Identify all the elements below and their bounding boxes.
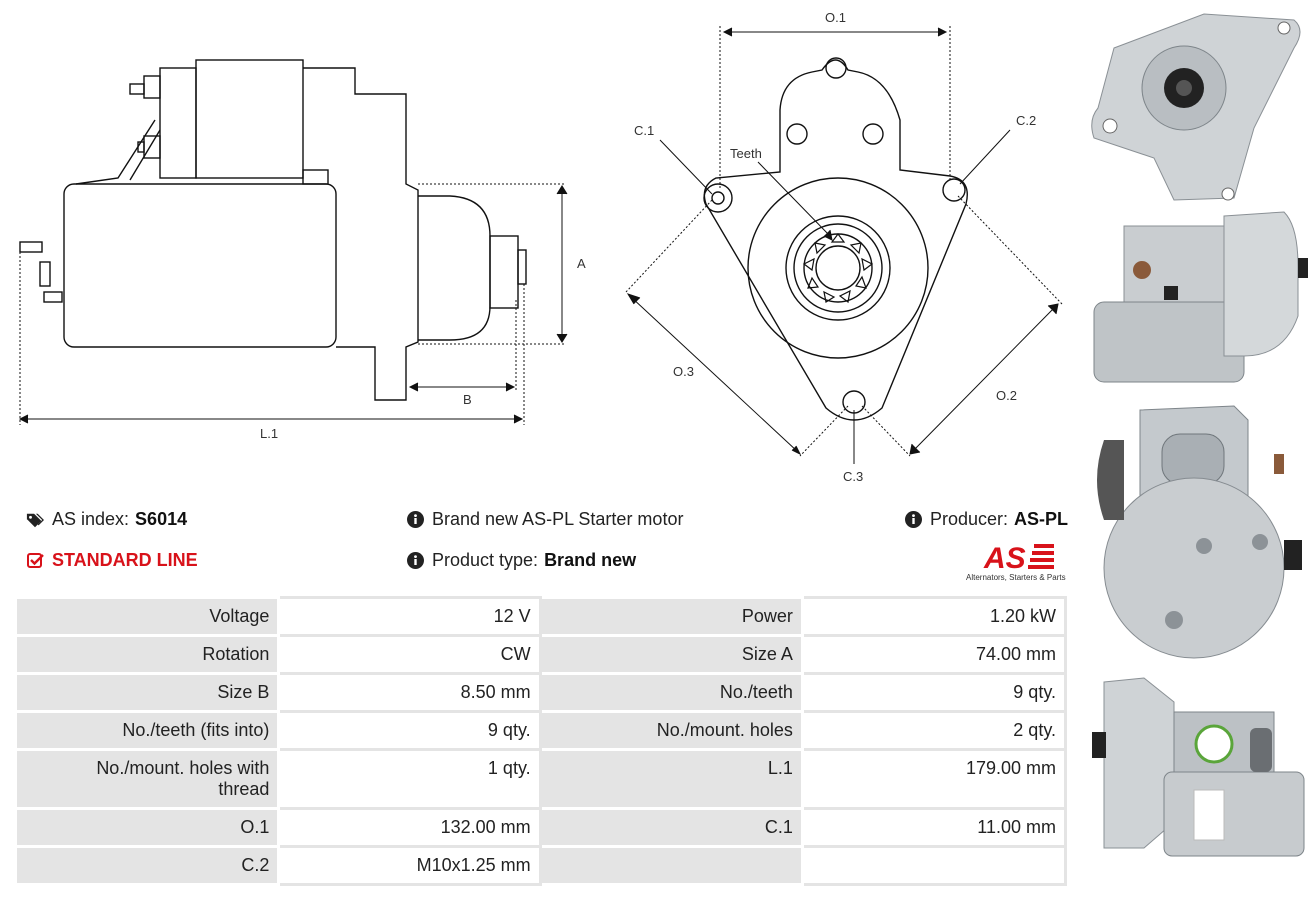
spec-value: 179.00 mm (800, 748, 1068, 810)
table-row: C.2 M10x1.25 mm (13, 845, 1068, 886)
product-type-value: Brand new (544, 550, 637, 570)
spec-label (538, 845, 804, 886)
technical-drawing: A B L.1 O.1 O.2 O.3 C.1 C.2 C.3 Teeth (18, 10, 1063, 484)
label-o1: O.1 (825, 10, 846, 25)
spec-label: O.1 (13, 807, 281, 848)
table-row: Rotation CW Size A 74.00 mm (13, 634, 1068, 675)
as-index-row: AS index: S6014 (26, 509, 187, 530)
producer-label: Producer: (930, 509, 1009, 529)
table-row: No./teeth (fits into) 9 qty. No./mount. … (13, 710, 1068, 751)
side-view-dimensions (18, 183, 568, 425)
spec-label: Rotation (13, 634, 281, 675)
front-view (703, 57, 968, 421)
spec-label: No./teeth (538, 672, 804, 713)
spec-label: No./teeth (fits into) (13, 710, 281, 751)
product-type-row: Product type: Brand new (406, 550, 636, 571)
side-view (19, 59, 527, 401)
spec-value: 12 V (277, 596, 542, 637)
tags-icon (26, 511, 44, 529)
product-photo-front (1091, 13, 1301, 201)
spec-value (800, 845, 1068, 886)
product-description: Brand new AS-PL Starter motor (432, 509, 684, 529)
spec-value: 1.20 kW (800, 596, 1068, 637)
pinion-gear-icon (802, 233, 874, 304)
as-index-label: AS index: (52, 509, 130, 529)
spec-label: Power (538, 596, 804, 637)
logo-mark: AS (983, 542, 1026, 575)
spec-label: Size A (538, 634, 804, 675)
spec-value: 9 qty. (800, 672, 1068, 713)
label-o3: O.3 (673, 364, 694, 379)
spec-label: C.2 (13, 845, 281, 886)
specifications-table: Voltage 12 V Power 1.20 kW Rotation CW S… (13, 596, 1068, 886)
spec-label: No./mount. holes (538, 710, 804, 751)
spec-value: 2 qty. (800, 710, 1068, 751)
producer-value: AS-PL (1014, 509, 1069, 529)
producer-row: Producer: AS-PL (904, 509, 1068, 530)
label-a: A (577, 256, 586, 271)
front-view-dimensions (625, 26, 1063, 464)
spec-label: Size B (13, 672, 281, 713)
info-icon (406, 552, 424, 570)
logo-tagline: Alternators, Starters & Parts (966, 573, 1066, 582)
as-pl-logo: AS Alternators, Starters & Parts (966, 542, 1066, 582)
info-icon (406, 511, 424, 529)
spec-label: No./mount. holes with thread (13, 748, 281, 810)
description-row: Brand new AS-PL Starter motor (406, 509, 683, 530)
table-row: Size B 8.50 mm No./teeth 9 qty. (13, 672, 1068, 713)
spec-value: 8.50 mm (277, 672, 542, 713)
table-row: O.1 132.00 mm C.1 11.00 mm (13, 807, 1068, 848)
label-c2: C.2 (1016, 113, 1036, 128)
product-photo-rear (1097, 405, 1302, 659)
standard-line-badge: STANDARD LINE (52, 550, 198, 570)
label-o2: O.2 (996, 388, 1017, 403)
spec-value: 9 qty. (277, 710, 542, 751)
spec-value: 74.00 mm (800, 634, 1068, 675)
spec-value: 1 qty. (277, 748, 542, 810)
spec-label: Voltage (13, 596, 281, 637)
label-c3: C.3 (843, 469, 863, 484)
spec-value: M10x1.25 mm (277, 845, 542, 886)
spec-value: 11.00 mm (800, 807, 1068, 848)
info-icon (904, 511, 922, 529)
spec-label: L.1 (538, 748, 804, 810)
product-type-label: Product type: (432, 550, 539, 570)
label-teeth: Teeth (730, 146, 762, 161)
label-l1: L.1 (260, 426, 278, 441)
standard-line-row: STANDARD LINE (26, 550, 198, 571)
table-row: Voltage 12 V Power 1.20 kW (13, 596, 1068, 637)
as-index-value: S6014 (135, 509, 188, 529)
label-c1: C.1 (634, 123, 654, 138)
product-photo-side-top (1093, 211, 1308, 383)
product-photo-side-bottom (1092, 677, 1305, 857)
spec-value: CW (277, 634, 542, 675)
spec-value: 132.00 mm (277, 807, 542, 848)
table-row: No./mount. holes with thread 1 qty. L.1 … (13, 748, 1068, 810)
spec-label: C.1 (538, 807, 804, 848)
label-b: B (463, 392, 472, 407)
checkbox-icon (26, 552, 44, 570)
